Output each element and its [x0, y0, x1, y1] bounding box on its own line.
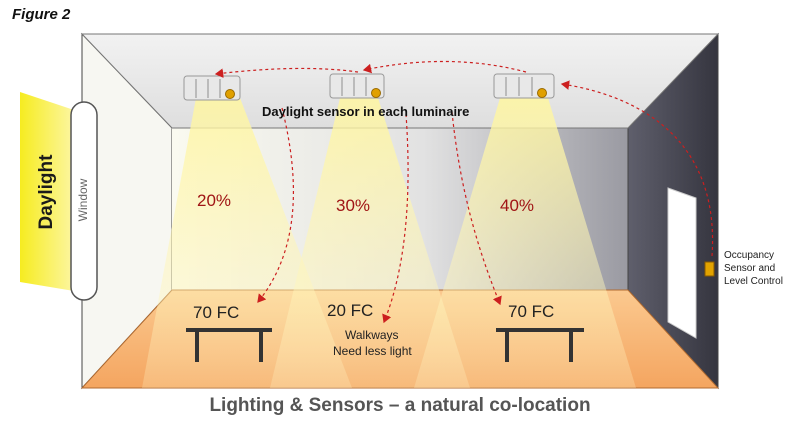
door [667, 187, 697, 339]
signal-arrow-zone-2 [382, 113, 409, 324]
zone-3-illuminance: 70 FC [508, 302, 555, 321]
table-1 [186, 328, 272, 362]
table-2 [496, 328, 584, 362]
daylight-sensor-1 [225, 89, 235, 99]
diagram-caption: Lighting & Sensors – a natural co-locati… [209, 395, 591, 416]
signal-arrow-ceiling-b [362, 60, 527, 74]
occupancy-sensor [704, 261, 715, 277]
walkway-note-line-2: Need less light [333, 344, 412, 358]
luminaire-2 [329, 73, 385, 99]
walkway-note-line-1: Walkways [345, 328, 399, 342]
daylight-beam [20, 92, 80, 292]
daylight-sensor-3 [537, 88, 547, 98]
zone-1-dimming: 20% [197, 191, 232, 210]
light-cone-3 [414, 98, 636, 388]
signal-arrow-ceiling-a [214, 67, 359, 78]
sensor-caption: Daylight sensor in each luminaire [262, 104, 470, 119]
occupancy-label-line-1: Occupancy [724, 250, 775, 261]
zone-1-illuminance: 70 FC [193, 303, 240, 322]
occupancy-label-line-3: Level Control [724, 276, 783, 287]
zone-2-illuminance: 20 FC [327, 301, 374, 320]
window [70, 101, 98, 301]
daylight-label: Daylight [36, 154, 57, 230]
daylight-sensor-2 [371, 88, 381, 98]
signal-arrow-zone-3 [451, 111, 502, 306]
zone-3-dimming: 40% [500, 196, 535, 215]
figure-label: Figure 2 [12, 6, 71, 23]
occupancy-label-line-2: Sensor and [724, 263, 776, 274]
window-label: Window [76, 178, 90, 222]
zone-2-dimming: 30% [336, 196, 371, 215]
signal-arrow-zone-1 [257, 107, 295, 303]
light-cone-2 [270, 98, 470, 388]
